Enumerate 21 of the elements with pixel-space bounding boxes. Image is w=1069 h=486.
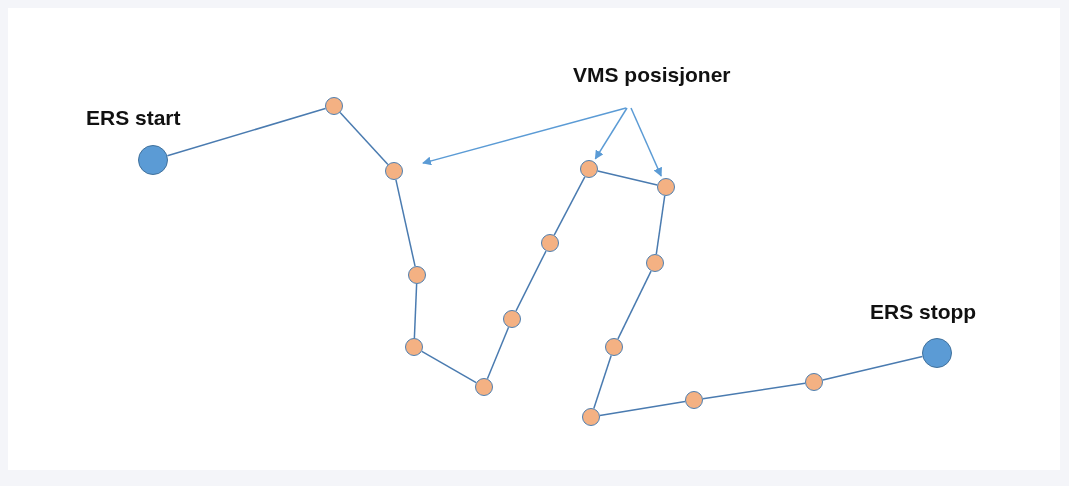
pointer-arrow bbox=[422, 107, 627, 166]
callout-text: VMS posisjoner bbox=[573, 63, 731, 87]
track-line bbox=[599, 400, 686, 417]
track-line bbox=[593, 354, 612, 410]
track-line bbox=[515, 250, 547, 312]
track-line bbox=[822, 355, 924, 381]
pointer-arrow bbox=[594, 107, 628, 160]
endpoint-label: ERS stopp bbox=[870, 300, 977, 324]
track-line bbox=[553, 176, 586, 236]
track-line bbox=[486, 326, 510, 380]
track-line bbox=[617, 270, 652, 340]
pointer-arrow bbox=[630, 107, 662, 177]
track-line bbox=[597, 170, 658, 186]
track-line bbox=[655, 195, 666, 255]
endpoint-label: ERS start bbox=[86, 106, 181, 130]
track-line bbox=[166, 107, 327, 157]
track-line bbox=[339, 111, 389, 166]
track-line bbox=[413, 283, 418, 339]
track-line bbox=[702, 382, 806, 400]
track-line bbox=[421, 350, 477, 384]
track-line bbox=[395, 179, 416, 267]
